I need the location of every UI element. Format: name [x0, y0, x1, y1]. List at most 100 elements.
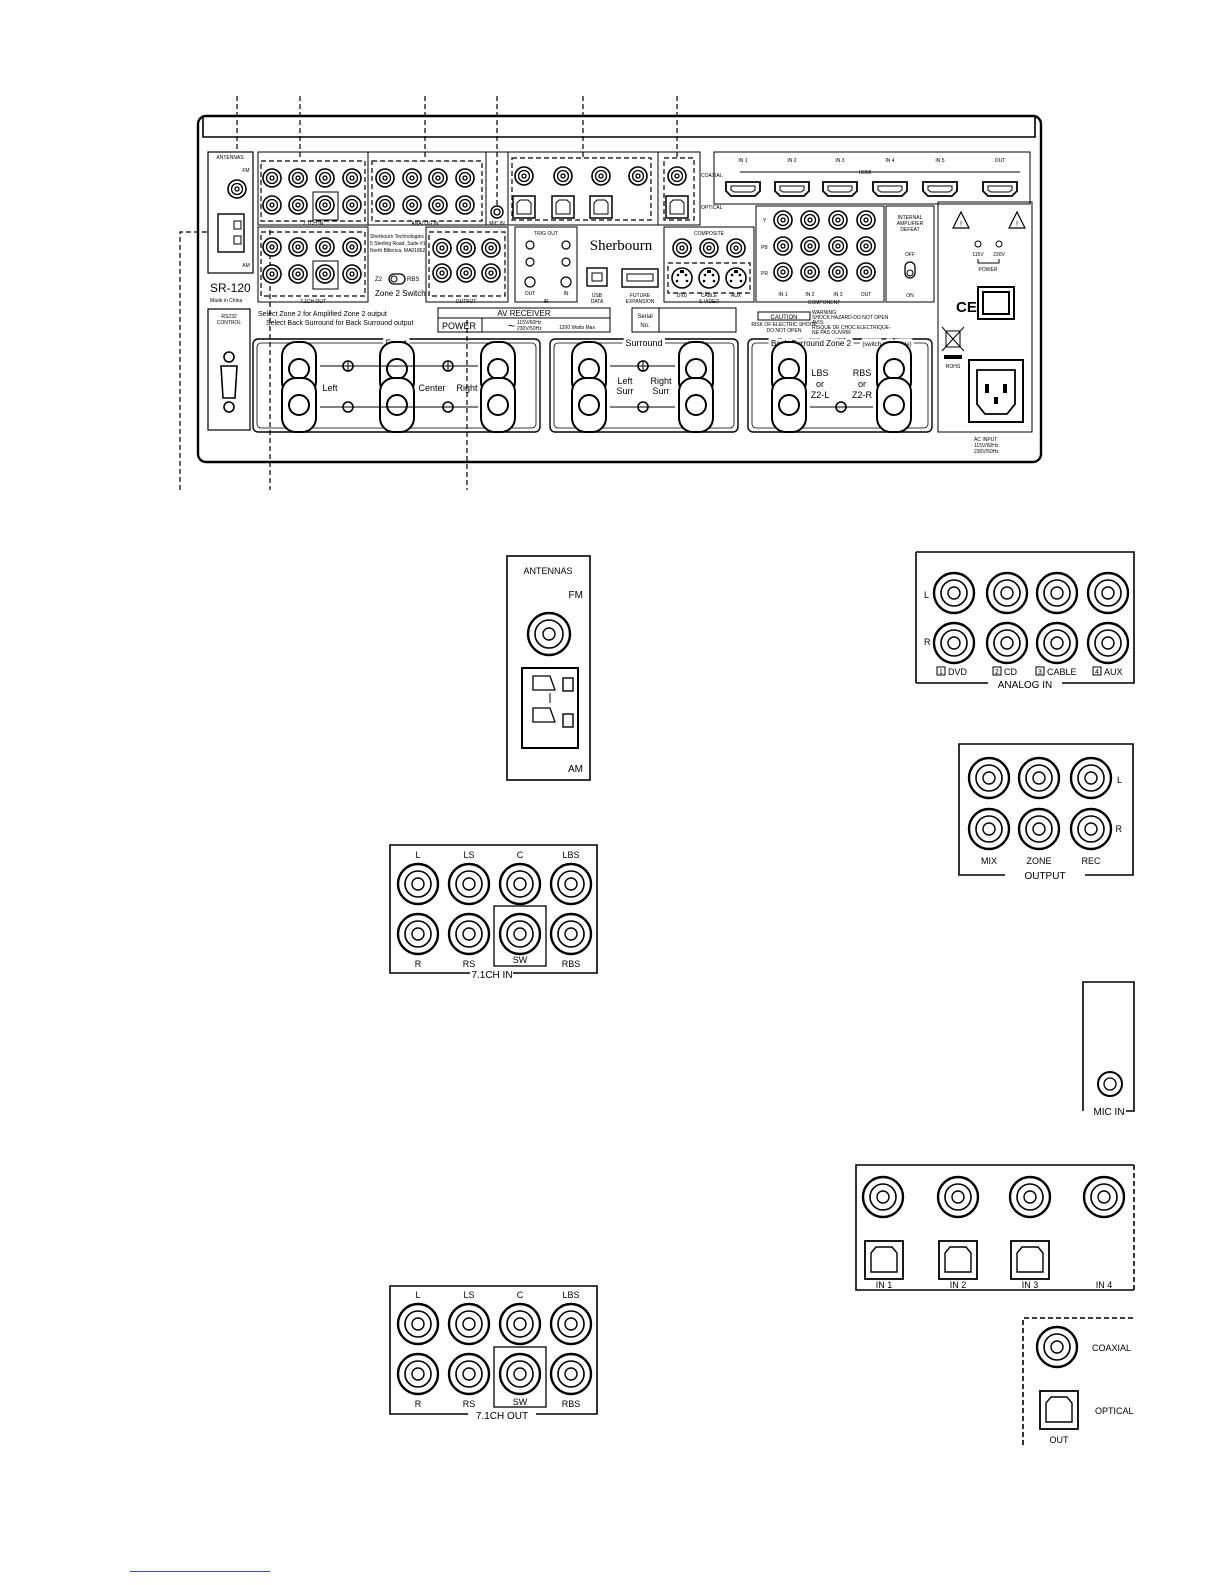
detail-71-in-jack[interactable] [447, 912, 491, 956]
detail-analog-jack[interactable] [985, 621, 1029, 665]
panel-amp-defeat-label: INTERNAL [898, 215, 923, 221]
panel-component-label: COMPONENT [808, 300, 841, 306]
detail-71-in-jack[interactable] [396, 862, 440, 906]
detail-71-out-jack[interactable] [498, 1302, 542, 1346]
panel-power-spec: 230V/50Hz [517, 326, 542, 332]
panel-power-plate-label: POWER [442, 321, 477, 331]
panel-amp-defeat-toggle[interactable] [904, 261, 916, 279]
detail-71-out-jack[interactable] [447, 1302, 491, 1346]
detail-71-in-jack[interactable] [549, 862, 593, 906]
detail-71-in-jack[interactable] [396, 912, 440, 956]
detail-mic-jack[interactable] [1097, 1071, 1123, 1097]
detail-analog-row-label: L [924, 590, 929, 600]
detail-coax-in-jack[interactable] [1082, 1175, 1126, 1219]
detail-output-jack[interactable] [967, 807, 1011, 851]
panel-hdmi-port[interactable] [982, 181, 1018, 197]
panel-speaker-post[interactable] [771, 377, 807, 433]
detail-analog-jack[interactable] [1086, 621, 1130, 665]
panel-speaker-post[interactable] [379, 377, 415, 433]
panel-mic-jack[interactable] [490, 205, 504, 219]
panel-zone2-toggle[interactable] [388, 273, 406, 285]
detail-output-jack[interactable] [1069, 756, 1113, 800]
detail-output-jack[interactable] [1017, 756, 1061, 800]
panel-expansion-port[interactable] [621, 268, 659, 288]
detail-71-out-jack[interactable] [549, 1302, 593, 1346]
panel-caution-line: RISK OF ELECTRIC SHOCK [751, 322, 817, 328]
detail-71-in-jack[interactable] [498, 862, 542, 906]
panel-amp-defeat-label: AMPLIFIER [897, 221, 924, 227]
panel-rs232-port[interactable] [220, 351, 238, 413]
panel-hdmi-port[interactable] [774, 181, 810, 197]
detail-analog-jack[interactable] [1086, 571, 1130, 615]
panel-hdmi-port[interactable] [872, 181, 908, 197]
panel-hdmi-port[interactable] [725, 181, 761, 197]
detail-71-in-label-bottom: SW [513, 955, 528, 965]
panel-zone-note: Select Zone 2 for Amplified Zone 2 outpu… [258, 311, 387, 318]
panel-power-switch[interactable] [977, 286, 1015, 320]
detail-71-in-jack[interactable] [498, 912, 542, 956]
panel-address-line: Sherbourn Technologies [370, 234, 424, 240]
panel-ac-inlet[interactable] [968, 359, 1024, 423]
panel-lbs-label: or [816, 379, 824, 389]
detail-71-in-jack[interactable] [447, 862, 491, 906]
detail-analog-col-label: DVD [948, 667, 968, 677]
panel-fm-connector[interactable] [227, 179, 247, 199]
detail-coax-in-jack[interactable] [861, 1175, 905, 1219]
detail-71-out-label-top: LBS [562, 1290, 579, 1300]
panel-hdmi-port[interactable] [922, 181, 958, 197]
panel-component-row-label: PB [761, 245, 768, 251]
panel-component-row-label: PR [761, 271, 768, 277]
detail-optical-label: OPTICAL [1095, 1406, 1134, 1416]
detail-71-out-jack[interactable] [549, 1352, 593, 1396]
detail-analog-jack[interactable] [932, 571, 976, 615]
panel-ac-input-label: AC INPUT [974, 437, 997, 443]
detail-coax-in-jack[interactable] [1008, 1175, 1052, 1219]
detail-analog-jack[interactable] [985, 571, 1029, 615]
detail-output-jack[interactable] [967, 756, 1011, 800]
detail-71-out-jack[interactable] [447, 1352, 491, 1396]
detail-optical-out-jack[interactable] [1039, 1390, 1079, 1430]
detail-analog-jack[interactable] [1035, 571, 1079, 615]
panel-ir-out-label: OUT [525, 291, 536, 297]
panel-am-terminal[interactable] [217, 213, 245, 253]
panel-speaker-post[interactable] [678, 377, 714, 433]
detail-coax-out-jack[interactable] [1035, 1325, 1079, 1369]
detail-71-out-jack[interactable] [396, 1352, 440, 1396]
detail-71-out-jack[interactable] [498, 1352, 542, 1396]
panel-speaker-post[interactable] [571, 377, 607, 433]
panel-usb-label: USB [592, 293, 603, 299]
detail-antennas: ANTENNAS FM AM [506, 555, 591, 781]
panel-model-label: SR-120 [210, 281, 251, 295]
panel-am-label: AM [242, 263, 250, 269]
panel-address-line: 5 Sterling Road, Suite #1 [370, 241, 426, 247]
panel-on-label: ON [906, 293, 914, 299]
panel-right-label: Right [456, 383, 478, 393]
panel-hdmi-port[interactable] [822, 181, 858, 197]
detail-71-in-jack[interactable] [549, 912, 593, 956]
detail-analog-jack[interactable] [1035, 621, 1079, 665]
detail-optical-in-jack[interactable] [1010, 1240, 1050, 1280]
detail-71-out-jack[interactable] [396, 1302, 440, 1346]
detail-am-terminal[interactable] [521, 667, 579, 749]
panel-usb-port[interactable] [586, 267, 608, 287]
detail-optical-in-jack[interactable] [864, 1240, 904, 1280]
panel-made-in-label: Made in China [210, 298, 242, 304]
panel-speaker-post[interactable] [281, 377, 317, 433]
detail-output-jack[interactable] [1017, 807, 1061, 851]
footer-link-underline[interactable] [130, 1571, 270, 1572]
panel-rs232-block: RS232 CONTROL [207, 308, 251, 431]
detail-coax-in-jack[interactable] [936, 1175, 980, 1219]
panel-speaker-post[interactable] [876, 377, 912, 433]
detail-output-jack[interactable] [1069, 807, 1113, 851]
panel-future-label: FUTURE [630, 293, 651, 299]
detail-analog-jack[interactable] [932, 621, 976, 665]
detail-71-out-label-bottom: RS [463, 1399, 476, 1409]
panel-speaker-post[interactable] [480, 377, 516, 433]
detail-coaxial-label: COAXIAL [1092, 1343, 1131, 1353]
panel-rbs-or-label: Z2-R [852, 390, 873, 400]
detail-fm-connector[interactable] [526, 611, 572, 657]
detail-optical-in-jack[interactable] [938, 1240, 978, 1280]
detail-71-in-label-top: C [517, 850, 524, 860]
panel-caution-line: DO NOT OPEN [767, 328, 802, 334]
